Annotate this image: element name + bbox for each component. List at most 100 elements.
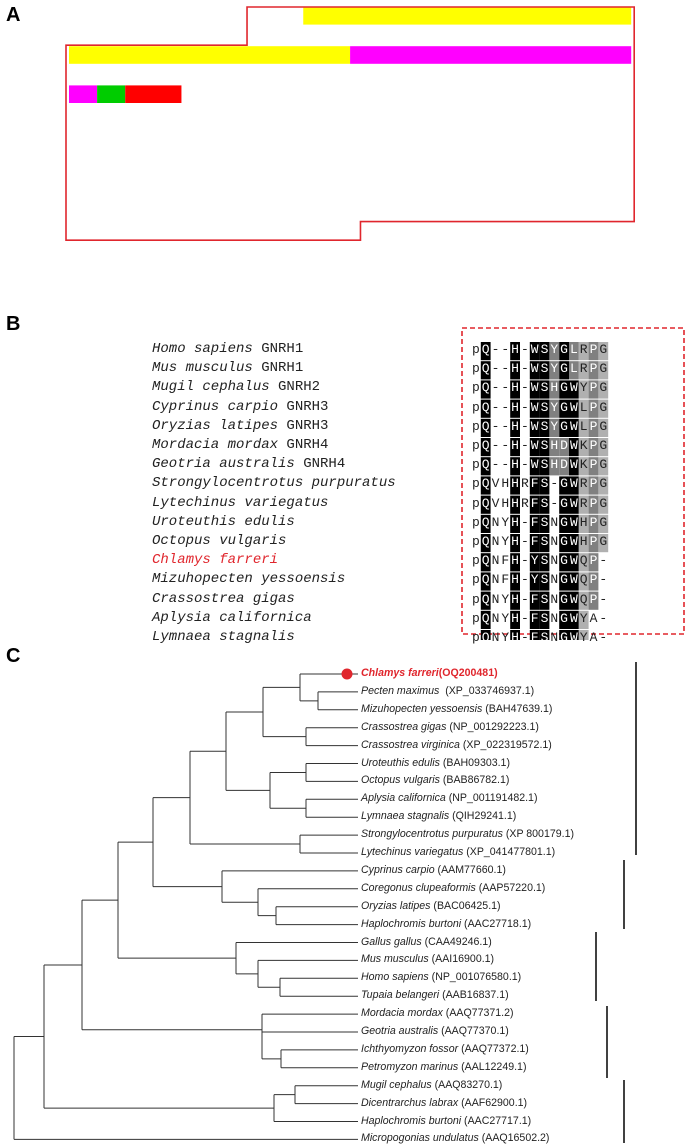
leaf-accession: (BAB86782.1) <box>439 774 510 787</box>
motif-residue: Q <box>481 553 490 569</box>
aa-highlight <box>69 46 351 64</box>
motif-residue: H <box>511 438 519 453</box>
tree-leaf-label: Haplochromis burtoni (AAC27717.1) <box>361 1115 531 1127</box>
species-entry: Mus musculus GNRH1 <box>152 360 303 376</box>
motif-residue: W <box>569 572 578 588</box>
species-entry: Chlamys farreri <box>152 552 278 568</box>
motif-residue: G <box>560 630 568 645</box>
motif-cell-shade <box>598 380 609 399</box>
motif-cell-shade <box>510 514 520 533</box>
motif-residue: F <box>501 553 510 569</box>
tree-leaf-label: Mugil cephalus (AAQ83270.1) <box>361 1079 502 1091</box>
tree-leaf-label: Lymnaea stagnalis (QIH29241.1) <box>361 810 516 822</box>
motif-residue: - <box>491 399 500 415</box>
motif-cell-shade <box>539 630 550 640</box>
aa-highlight <box>125 85 182 103</box>
leaf-species: Crassostrea gigas <box>361 720 447 733</box>
motif-residue: P <box>589 476 598 492</box>
motif-residue: W <box>569 630 578 645</box>
motif-cell-shade <box>588 495 599 514</box>
motif-residue: H <box>511 476 519 492</box>
motif-residue: - <box>501 418 510 434</box>
motif-residue: H <box>511 361 519 377</box>
motif-residue: - <box>520 457 529 473</box>
motif-residue: W <box>569 418 578 434</box>
leaf-species: Pecten maximus <box>361 684 440 697</box>
motif-residue: L <box>579 418 588 434</box>
motif-cell-shade <box>529 553 540 572</box>
motif-cell-shade <box>510 361 520 380</box>
motif-cell-shade <box>480 457 491 476</box>
motif-cell-shade <box>569 553 579 572</box>
motif-residue: - <box>501 342 510 357</box>
motif-residue: S <box>540 610 549 626</box>
motif-cell-shade <box>480 361 491 380</box>
motif-cell-shade <box>588 591 599 610</box>
motif-residue: R <box>579 361 588 377</box>
leaf-accession: (AAL12249.1) <box>458 1060 527 1073</box>
tree-leaf-label: Uroteuthis edulis (BAH09303.1) <box>361 757 510 769</box>
motif-cell-shade <box>559 495 569 514</box>
motif-residue: Y <box>550 418 559 434</box>
motif-cell-shade <box>578 591 589 610</box>
tree-leaf-label: Petromyzon marinus (AAL12249.1) <box>361 1061 526 1073</box>
tree-leaf-label: Crassostrea gigas (NP_001292223.1) <box>361 721 539 733</box>
species-entry: Lytechinus variegatus <box>152 495 328 511</box>
motif-cell-shade <box>549 438 560 457</box>
motif-residue: P <box>589 553 598 569</box>
motif-cell-shade <box>480 591 491 610</box>
tree-leaf-label: Micropogonias undulatus (AAQ16502.2) <box>361 1132 549 1144</box>
motif-cell-shade <box>559 380 569 399</box>
motif-cell-shade <box>578 630 589 640</box>
motif-residue: W <box>569 514 578 530</box>
leaf-species: Gallus gallus <box>361 935 422 948</box>
leaf-species: Mugil cephalus <box>361 1078 432 1091</box>
motif-residue: G <box>560 380 568 396</box>
motif-residue: G <box>560 361 568 377</box>
leaf-species: Micropogonias undulatus <box>361 1132 479 1145</box>
motif-residue: P <box>589 361 598 377</box>
motif-residue: H <box>550 457 559 473</box>
motif-residue: Y <box>530 553 539 569</box>
species-name: Mus musculus <box>152 360 253 377</box>
motif-residue: S <box>540 534 549 549</box>
gene-name: GNRH3 <box>278 417 329 434</box>
motif-residue: W <box>530 342 539 357</box>
motif-residue: Q <box>481 457 490 473</box>
leaf-species: Uroteuthis edulis <box>361 756 440 769</box>
motif-cell-shade <box>588 457 599 476</box>
motif-residue: p <box>471 457 480 473</box>
leaf-species: Geotria australis <box>361 1025 439 1037</box>
motif-residue: - <box>501 457 510 473</box>
motif-cell-shade <box>559 630 569 640</box>
tree-leaf-label: Cyprinus carpio (AAM77660.1) <box>361 864 506 876</box>
motif-residue: p <box>471 610 480 626</box>
motif-residue: - <box>599 553 608 569</box>
motif-residue: S <box>540 572 549 588</box>
motif-cell-shade <box>529 591 540 610</box>
motif-residue: A <box>589 630 598 645</box>
motif-residue: N <box>550 553 559 569</box>
aa-highlight <box>303 7 632 25</box>
motif-cell-shade <box>539 380 550 399</box>
leaf-species: Aplysia californica <box>361 792 446 805</box>
motif-cell-shade <box>578 610 589 629</box>
species-entry: Mugil cephalus GNRH2 <box>152 379 320 395</box>
motif-residue: G <box>560 514 568 530</box>
motif-residue: P <box>589 534 598 549</box>
leaf-accession: (XP 800179.1) <box>502 828 574 841</box>
motif-residue: F <box>530 610 539 626</box>
motif-residue: H <box>511 342 519 357</box>
motif-cell-shade <box>480 399 491 418</box>
leaf-species: Octopus vulgaris <box>361 774 440 787</box>
motif-cell-shade <box>480 630 491 640</box>
motif-cell-shade <box>559 457 569 476</box>
motif-cell-shade <box>529 514 540 533</box>
motif-cell-shade <box>569 380 579 399</box>
motif-cell-shade <box>578 514 589 533</box>
motif-cell-shade <box>529 457 540 476</box>
gene-name: GNRH4 <box>278 437 329 453</box>
motif-cell-shade <box>578 399 589 418</box>
motif-cell-shade <box>588 418 599 437</box>
motif-residue: - <box>491 457 500 473</box>
